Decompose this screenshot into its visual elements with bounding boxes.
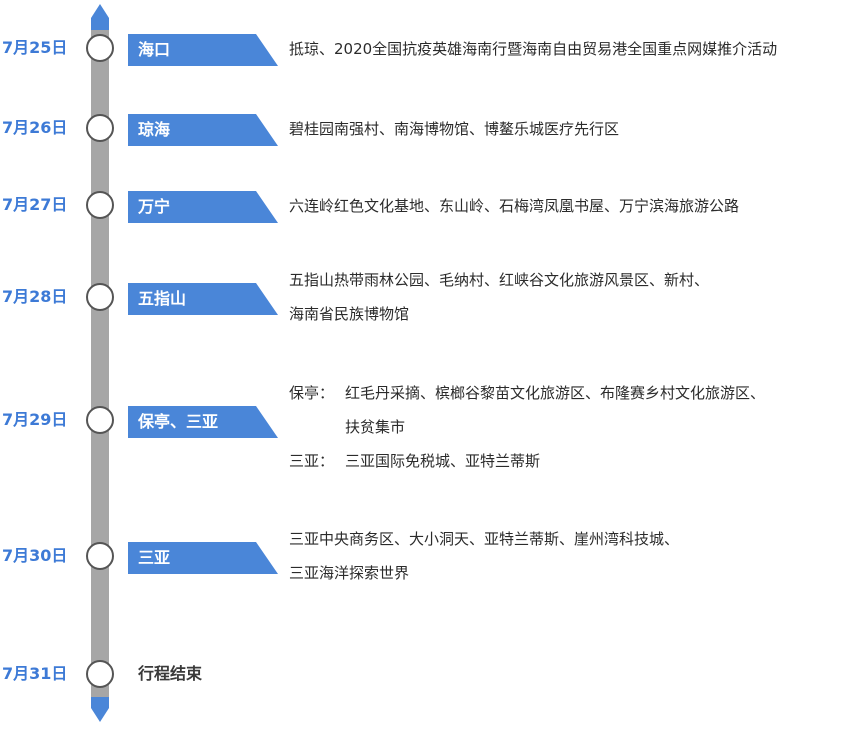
end-label: 行程结束: [138, 664, 203, 683]
stop-description: 六连岭红色文化基地、东山岭、石梅湾凤凰书屋、万宁滨海旅游公路: [289, 194, 739, 218]
place-tag-label: 五指山: [138, 289, 187, 308]
place-tag: 三亚: [128, 542, 278, 574]
description-line: 扶贫集市: [345, 418, 406, 436]
description-line: 红毛丹采摘、槟榔谷黎苗文化旅游区、布隆赛乡村文化旅游区、: [345, 384, 766, 402]
stop-date: 7月30日: [2, 546, 68, 565]
timeline-node-icon: [86, 542, 114, 570]
place-tag: 保亭、三亚: [128, 406, 278, 438]
stop-description: 抵琼、2020全国抗疫英雄海南行暨海南自由贸易港全国重点网媒推介活动: [289, 37, 777, 61]
place-tag: 五指山: [128, 283, 278, 315]
stop-description: 碧桂园南强村、南海博物馆、博鳌乐城医疗先行区: [289, 117, 619, 141]
place-tag: 海口: [128, 34, 278, 66]
timeline-bottom-arrow-body: [91, 697, 109, 708]
stop-date: 7月31日: [2, 664, 68, 683]
stop-description: 三亚中央商务区、大小洞天、亚特兰蒂斯、崖州湾科技城、 三亚海洋探索世界: [289, 527, 679, 585]
place-tag-label: 琼海: [138, 120, 171, 139]
timeline-node-icon: [86, 660, 114, 688]
stop-date: 7月27日: [2, 195, 68, 214]
description-group-sanya: 三亚： 三亚国际免税城、亚特兰蒂斯: [289, 449, 765, 473]
timeline-top-arrow-body: [91, 18, 109, 30]
place-tag-label: 海口: [138, 40, 171, 59]
place-tag-shape: [128, 406, 278, 438]
stop-date: 7月26日: [2, 118, 68, 137]
stop-date: 7月25日: [2, 38, 68, 57]
place-tag-shape: [128, 283, 278, 315]
timeline-node-icon: [86, 191, 114, 219]
description-line: 五指山热带雨林公园、毛纳村、红峡谷文化旅游风景区、新村、: [289, 271, 710, 289]
group-prefix: 保亭：: [289, 384, 335, 402]
timeline-node-icon: [86, 406, 114, 434]
description-line: 三亚中央商务区、大小洞天、亚特兰蒂斯、崖州湾科技城、: [289, 530, 680, 548]
place-tag-shape: [128, 542, 278, 574]
place-tag-shape: [128, 34, 278, 66]
place-tag-shape: [128, 114, 278, 146]
place-tag: 琼海: [128, 114, 278, 146]
description-line: 六连岭红色文化基地、东山岭、石梅湾凤凰书屋、万宁滨海旅游公路: [289, 197, 740, 215]
place-tag-shape: [128, 191, 278, 223]
timeline-node-icon: [86, 34, 114, 62]
stop-date: 7月28日: [2, 287, 68, 306]
timeline-bottom-arrow-icon: [91, 708, 109, 722]
description-group-baoting: 保亭： 红毛丹采摘、槟榔谷黎苗文化旅游区、布隆赛乡村文化旅游区、 扶贫集市: [289, 381, 765, 439]
description-line: 抵琼、2020全国抗疫英雄海南行暨海南自由贸易港全国重点网媒推介活动: [289, 40, 778, 58]
place-tag-label: 万宁: [138, 197, 171, 216]
timeline-top-arrow-icon: [91, 4, 109, 18]
timeline-node-icon: [86, 114, 114, 142]
timeline-node-icon: [86, 283, 114, 311]
group-prefix: 三亚：: [289, 452, 335, 470]
description-line: 海南省民族博物馆: [289, 305, 410, 323]
stop-description: 保亭： 红毛丹采摘、槟榔谷黎苗文化旅游区、布隆赛乡村文化旅游区、 扶贫集市 三亚…: [289, 381, 765, 473]
description-line: 碧桂园南强村、南海博物馆、博鳌乐城医疗先行区: [289, 120, 620, 138]
description-line: 三亚国际免税城、亚特兰蒂斯: [345, 452, 541, 470]
stop-description: 五指山热带雨林公园、毛纳村、红峡谷文化旅游风景区、新村、 海南省民族博物馆: [289, 268, 709, 326]
place-tag-label: 三亚: [138, 548, 171, 567]
stop-date: 7月29日: [2, 410, 68, 429]
place-tag: 万宁: [128, 191, 278, 223]
description-line: 三亚海洋探索世界: [289, 564, 410, 582]
place-tag-label: 保亭、三亚: [138, 412, 219, 431]
